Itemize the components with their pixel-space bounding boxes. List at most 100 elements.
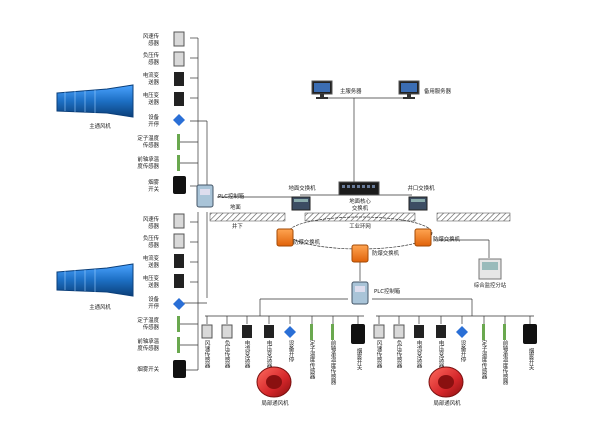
explosion-switch-center-label: 防爆交换机: [372, 251, 399, 257]
voltage-transmitter-icon: [174, 274, 184, 288]
sensor-label: 定子温度 传感器: [137, 136, 159, 149]
ring-label: 工业环网: [349, 224, 371, 230]
equipment-switch-icon: [173, 298, 185, 310]
explosion-switch-center-icon: [351, 244, 369, 263]
sensor-label: 电压变 送器: [142, 93, 159, 106]
stator-temp-sensor-icon: [482, 324, 485, 340]
wind-speed-sensor-icon: [173, 213, 185, 229]
pressure-sensor-icon: [173, 233, 185, 249]
core-switch-icon: [338, 181, 380, 196]
sensor-label: 风速传感器: [203, 340, 210, 368]
sensor-label: 前轴承温度传感器: [329, 340, 336, 385]
smoke-switch-icon: [351, 324, 365, 344]
sensor-label: 负压传感器: [395, 340, 402, 368]
current-transmitter-icon: [174, 72, 184, 86]
explosion-switch-right-label: 防爆交换机: [433, 237, 460, 243]
bearing-temp-sensor-icon: [177, 155, 180, 171]
stator-temp-sensor-icon: [310, 324, 313, 340]
equipment-switch-icon: [173, 114, 185, 126]
sensor-label: 定子温度传感器: [480, 340, 487, 380]
sensor-label: 烟雾开关: [527, 348, 534, 371]
shaft-switch-label: 井口交换机: [407, 186, 435, 192]
local-plc-label: PLC控制箱: [374, 289, 401, 295]
wind-speed-sensor-icon: [201, 324, 213, 339]
sensor-label: 电流变送器: [243, 340, 250, 368]
ground-strip: [209, 212, 286, 222]
local-plc-icon: [351, 281, 369, 305]
sensor-label: 烟雾开关: [355, 348, 362, 371]
sensor-label: 设备 开停: [148, 115, 159, 128]
sensor-label: 电压变 送器: [142, 276, 159, 289]
smoke-switch-icon: [173, 360, 186, 378]
local-fan-left-icon: [256, 366, 292, 398]
monitor-station-label: 综合监控分站: [473, 283, 507, 289]
pressure-sensor-icon: [221, 324, 233, 339]
voltage-transmitter-icon: [436, 325, 446, 338]
sensor-label: 设备开停: [459, 340, 466, 363]
current-transmitter-icon: [414, 325, 424, 338]
explosion-switch-left-icon: [276, 228, 294, 247]
smoke-switch-icon: [523, 324, 537, 344]
plc-1-label: PLC控制箱: [218, 194, 245, 200]
main-fan-2-sensor-icons: [173, 213, 186, 378]
sensor-label: 设备开停: [287, 340, 294, 363]
main-fan-2-icon: [56, 263, 134, 297]
sensor-label: 电压变送器: [265, 340, 272, 368]
current-transmitter-icon: [242, 325, 252, 338]
voltage-transmitter-icon: [264, 325, 274, 338]
sensor-label: 风速传 感器: [142, 217, 159, 230]
underground-label: 井下: [232, 224, 243, 230]
sensor-label: 电流变送器: [415, 340, 422, 368]
sensor-label: 电流变 送器: [142, 256, 159, 269]
main-fan-1-icon: [56, 84, 134, 118]
main-server-icon: [311, 80, 333, 99]
bearing-temp-sensor-icon: [177, 337, 180, 353]
equipment-switch-icon: [456, 326, 468, 338]
sensor-label: 定子温度 传感器: [137, 318, 159, 331]
explosion-switch-left-label: 防爆交换机: [293, 240, 320, 246]
pressure-sensor-icon: [173, 51, 185, 67]
sensor-label: 烟雾开关: [137, 367, 159, 373]
sensor-label: 设备 开停: [148, 297, 159, 310]
shaft-switch-icon: [408, 196, 428, 211]
explosion-switch-right-icon: [414, 228, 432, 247]
current-transmitter-icon: [174, 254, 184, 268]
ground-strip: [436, 212, 511, 222]
sensor-label: 前轴承温度传感器: [501, 340, 508, 385]
main-fan-1-label: 主通风机: [89, 124, 111, 130]
backup-server-label: 备用服务器: [424, 89, 451, 95]
bearing-temp-sensor-icon: [331, 324, 334, 340]
sensor-label: 负压传 感器: [142, 236, 159, 249]
core-switch-label: 地面核心 交换机: [349, 199, 371, 212]
smoke-switch-icon: [173, 176, 186, 194]
sensor-label: 风速传感器: [375, 340, 382, 368]
sensor-label: 电流变 送器: [142, 73, 159, 86]
surface-label: 地面: [230, 205, 241, 211]
stator-temp-sensor-icon: [177, 134, 180, 150]
sensor-label: 烟雾 开关: [148, 180, 159, 193]
ground-switch-label: 地面交换机: [288, 186, 316, 192]
wind-speed-sensor-icon: [373, 324, 385, 339]
pressure-sensor-icon: [393, 324, 405, 339]
stator-temp-sensor-icon: [177, 316, 180, 332]
main-fan-1-sensor-icons: [173, 31, 186, 194]
sensor-label: 负压传感器: [223, 340, 230, 368]
local-fan-right-icon: [428, 366, 464, 398]
local-fan-left-label: 局部通风机: [261, 401, 289, 407]
monitor-station-icon: [478, 258, 502, 280]
local-right-sensor-icons: [373, 316, 537, 344]
local-fan-right-label: 局部通风机: [433, 401, 461, 407]
sensor-label: 电压变送器: [437, 340, 444, 368]
sensor-label: 前轴承温 度传感器: [137, 157, 159, 170]
sensor-label: 前轴承温 度传感器: [137, 339, 159, 352]
bearing-temp-sensor-icon: [503, 324, 506, 340]
ground-switch-icon: [291, 196, 311, 211]
sensor-label: 风速传 感器: [142, 34, 159, 47]
sensor-label: 负压传 感器: [142, 53, 159, 66]
plc-1-icon: [196, 184, 214, 208]
local-left-sensor-icons: [201, 316, 365, 344]
main-fan-2-label: 主通风机: [89, 305, 111, 311]
voltage-transmitter-icon: [174, 92, 184, 106]
